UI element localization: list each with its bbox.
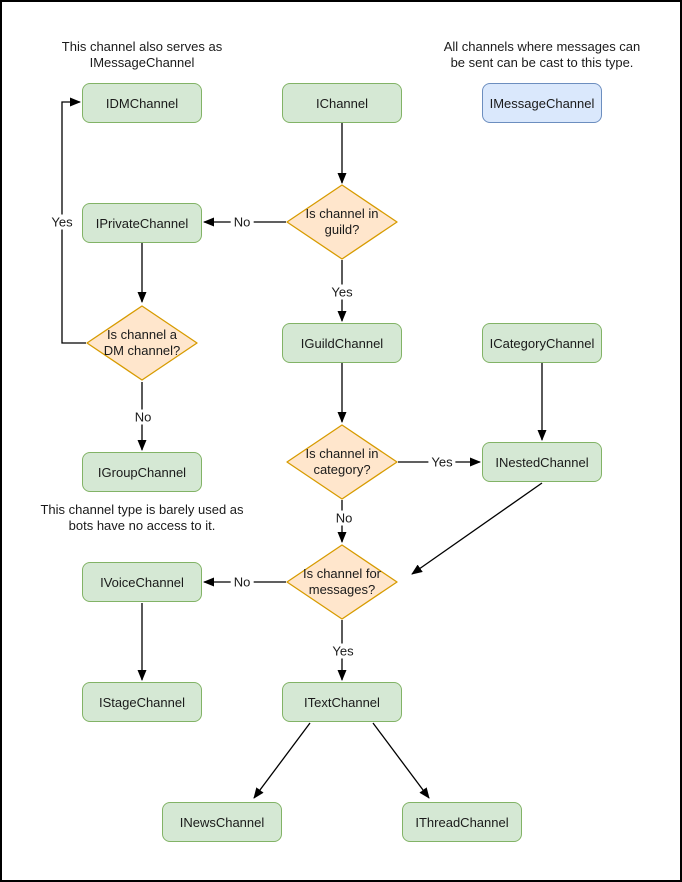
node-label: IThreadChannel	[415, 814, 509, 830]
node-igroupchannel: IGroupChannel	[82, 452, 202, 492]
decision-label: Is channel in guild?	[305, 205, 379, 237]
node-label: IDMChannel	[105, 95, 179, 111]
node-ichannel: IChannel	[282, 83, 402, 123]
decision-label: Is channel for messages?	[302, 565, 382, 597]
node-inestedchannel: INestedChannel	[482, 442, 602, 482]
diamond-shape	[86, 305, 198, 381]
node-label: IChannel	[315, 95, 369, 111]
node-istagechannel: IStageChannel	[82, 682, 202, 722]
node-label: IPrivateChannel	[95, 215, 189, 231]
node-label: IGroupChannel	[97, 464, 187, 480]
edge-inestedchannel-to-messages-decision	[411, 482, 543, 575]
node-ivoicechannel: IVoiceChannel	[82, 562, 202, 602]
decision-label: Is channel in category?	[305, 445, 379, 477]
node-ithreadchannel: IThreadChannel	[402, 802, 522, 842]
node-label: INestedChannel	[495, 454, 589, 470]
node-label: INewsChannel	[179, 814, 265, 830]
node-label: ICategoryChannel	[489, 335, 595, 351]
node-itextchannel: ITextChannel	[282, 682, 402, 722]
diamond-shape	[286, 544, 398, 620]
node-label: ITextChannel	[304, 694, 380, 710]
edge-label-no: No	[332, 510, 356, 526]
node-icategorychannel: ICategoryChannel	[482, 323, 602, 363]
edge-itextchannel-to-inewschannel	[253, 722, 311, 799]
decision-is-channel-for-messages: Is channel for messages?	[286, 544, 398, 620]
decision-label: Is channel a DM channel?	[103, 326, 181, 358]
node-label: IGuildChannel	[300, 335, 384, 351]
edge-label-no: No	[131, 409, 155, 425]
node-iprivatechannel: IPrivateChannel	[82, 203, 202, 243]
edge-label-yes: Yes	[329, 643, 357, 659]
node-label: IVoiceChannel	[100, 574, 184, 590]
decision-is-channel-in-guild: Is channel in guild?	[286, 184, 398, 260]
edge-label-no: No	[230, 574, 254, 590]
diamond-shape	[286, 424, 398, 500]
edge-label-yes: Yes	[48, 214, 76, 230]
node-inewschannel: INewsChannel	[162, 802, 282, 842]
annotation-dm-note: This channel also serves as IMessageChan…	[61, 39, 223, 70]
annotation-group-note: This channel type is barely used as bots…	[40, 502, 244, 533]
node-iguildchannel: IGuildChannel	[282, 323, 402, 363]
node-label: IMessageChannel	[489, 95, 595, 111]
edge-label-yes: Yes	[328, 284, 356, 300]
decision-is-channel-in-category: Is channel in category?	[286, 424, 398, 500]
edge-itextchannel-to-ithreadchannel	[372, 722, 430, 799]
diamond-shape	[286, 184, 398, 260]
node-label: IStageChannel	[98, 694, 185, 710]
edge-label-no: No	[230, 214, 254, 230]
node-imessagechannel: IMessageChannel	[482, 83, 602, 123]
annotation-message-note: All channels where messages can be sent …	[443, 39, 641, 70]
node-idmchannel: IDMChannel	[82, 83, 202, 123]
edge-label-yes: Yes	[428, 454, 456, 470]
decision-is-channel-a-dm: Is channel a DM channel?	[86, 305, 198, 381]
